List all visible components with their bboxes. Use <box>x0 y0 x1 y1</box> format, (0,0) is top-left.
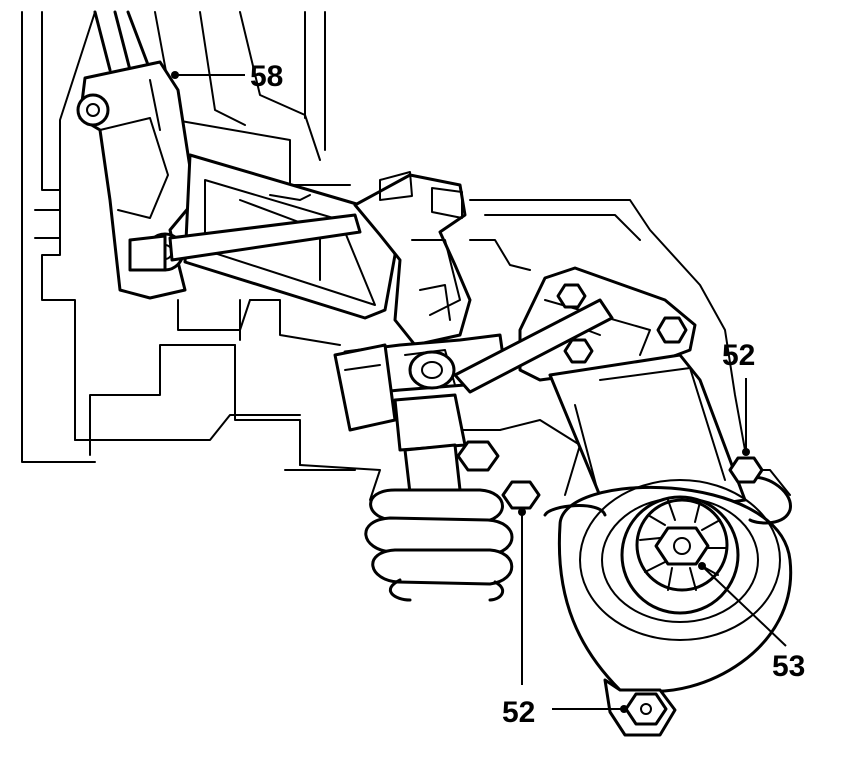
hex-bolt-icon <box>728 456 764 484</box>
gear-case <box>454 199 746 496</box>
bearing-housing <box>543 469 793 737</box>
transmission-housing <box>21 11 381 501</box>
bolt-52-left <box>456 440 541 510</box>
hex-bolt-icon <box>563 338 594 364</box>
hex-bolt-icon <box>656 316 688 344</box>
pivot-bolt-icon <box>76 93 110 127</box>
bolt-52-bottom <box>624 692 668 726</box>
rubber-boot <box>364 488 514 602</box>
hex-bolt-icon <box>501 480 541 510</box>
callout-52-upper: 52 <box>722 339 755 372</box>
bolt-52-right <box>728 456 764 484</box>
selector-lever-assembly <box>76 10 397 320</box>
hex-bolt-icon <box>456 440 500 472</box>
hex-bolt-icon <box>624 692 668 726</box>
hex-bolt-icon <box>556 283 587 309</box>
callout-52-lower: 52 <box>502 696 535 729</box>
callout-leaders <box>171 71 787 713</box>
hex-nut-icon <box>654 526 710 566</box>
mounting-plate <box>453 266 697 394</box>
callout-53: 53 <box>772 650 805 683</box>
callout-58: 58 <box>250 60 283 93</box>
